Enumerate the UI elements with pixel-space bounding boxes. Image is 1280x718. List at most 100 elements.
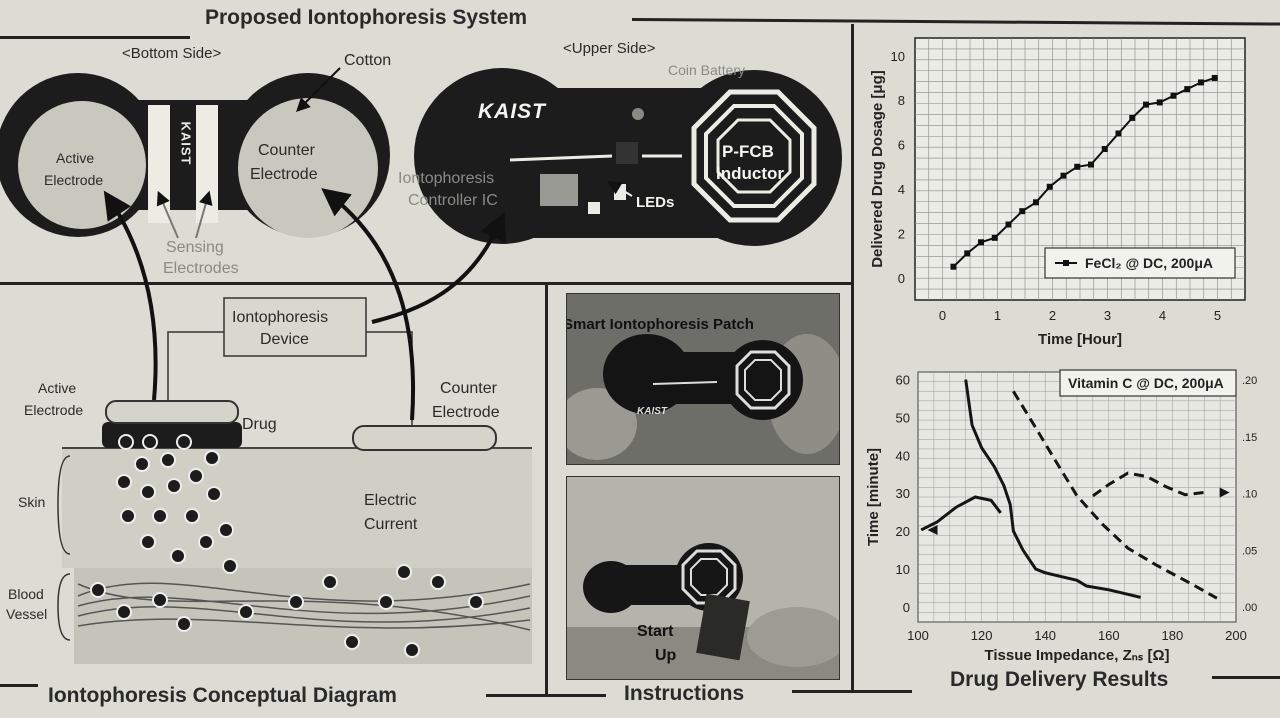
vitc-series-1: [964, 379, 1141, 599]
dosage-point: [1198, 79, 1204, 86]
top-rule-left: [0, 36, 190, 39]
dosage-point: [950, 263, 957, 270]
horizontal-divider-left: [0, 282, 852, 285]
skin-bracket: [57, 455, 71, 555]
arrow-cotton: [296, 67, 341, 112]
arrow-to-counter-electrode: [321, 188, 416, 421]
trace-left: [509, 154, 613, 162]
drug-particles: [90, 434, 484, 658]
dosage-point: [1129, 114, 1136, 121]
dosage-x-tick: 0: [939, 308, 946, 323]
diagram-counter-electrode-label-2: Electrode: [432, 404, 500, 421]
vitc-x-tick: 160: [1098, 628, 1120, 643]
diagram-active-electrode-label-1: Active: [38, 380, 77, 396]
device-label-1: Iontophoresis: [232, 309, 329, 326]
dosage-legend-marker: [1063, 260, 1069, 266]
vitc-y-label: Time [minute]: [865, 448, 882, 546]
sensing-electrodes-label-2: Electrodes: [163, 260, 239, 277]
vitc-y-tick: 40: [896, 448, 910, 463]
dosage-point: [1115, 130, 1122, 137]
dosage-x-tick: 1: [994, 308, 1001, 323]
vitc-y-tick: 60: [896, 373, 910, 388]
microcontroller-chip: [616, 142, 638, 164]
vertical-divider-instructions: [545, 284, 548, 694]
kaist-logo: KAIST: [478, 100, 546, 123]
dosage-y-tick: 0: [898, 271, 905, 286]
inductor-coil-middle: [704, 104, 804, 208]
vitc-axis-arrow-right: [1219, 487, 1230, 498]
connection-arrows: [103, 67, 633, 421]
blood-vessel-label-2: Vessel: [6, 606, 48, 622]
dosage-point: [1170, 92, 1177, 99]
vitc-series-2: [920, 495, 1002, 532]
diagram-counter-electrode-label-1: Counter: [440, 380, 497, 397]
dosage-x-tick: 2: [1049, 308, 1056, 323]
dosage-point: [1005, 221, 1012, 228]
start-up-label-1: Start: [637, 623, 674, 640]
title-conceptual: Iontophoresis Conceptual Diagram: [48, 684, 397, 707]
dosage-x-tick: 4: [1159, 308, 1166, 323]
vessel-strands: [77, 582, 531, 631]
dosage-point: [1033, 199, 1039, 206]
vitc-x-tick: 180: [1162, 628, 1184, 643]
controller-ic-label-1: Iontophoresis: [398, 170, 495, 187]
coin-battery-label: Coin Battery: [668, 62, 746, 78]
arrow-to-active-electrode: [103, 190, 158, 401]
bottom-rule-3: [792, 690, 912, 693]
vitc-y2-tick: .15: [1242, 432, 1257, 444]
inductor-coil-outer: [691, 89, 817, 223]
led-2: [588, 202, 600, 214]
dosage-point: [1019, 208, 1026, 215]
controller-ic-label-2: Controller IC: [408, 192, 498, 209]
dosage-point: [1074, 163, 1081, 170]
drug-reservoir: [102, 422, 242, 448]
dosage-point: [1211, 74, 1218, 81]
title-system: Proposed Iontophoresis System: [205, 6, 528, 29]
vessel-bracket: [57, 573, 71, 641]
vitc-x-tick: 200: [1225, 628, 1247, 643]
cotton-label: Cotton: [344, 52, 392, 69]
coin-battery-contact: [632, 108, 644, 120]
leds-label: LEDs: [636, 194, 675, 211]
vitc-y2-tick: .10: [1242, 489, 1257, 501]
wire-left: [167, 331, 224, 402]
electric-current-label-2: Current: [364, 516, 418, 533]
dosage-point: [1184, 86, 1191, 93]
vitc-y2-tick: .05: [1242, 545, 1257, 557]
bottom-side-label: <Bottom Side>: [122, 45, 222, 62]
active-electrode-label-2: Electrode: [44, 172, 104, 188]
dosage-point: [964, 250, 971, 257]
vitc-y2-tick: .20: [1242, 375, 1257, 387]
arrow-leds: [607, 181, 633, 197]
dosage-y-tick: 10: [891, 49, 905, 64]
skin-layer: [62, 448, 532, 568]
photo-kaist-logo: KAIST: [637, 406, 667, 417]
vitc-y-tick: 30: [896, 486, 910, 501]
vitc-x-tick: 100: [907, 628, 929, 643]
dosage-x-tick: 3: [1104, 308, 1111, 323]
counter-electrode-plate: [352, 425, 497, 451]
skin-label: Skin: [18, 494, 46, 510]
upper-side-patch: [414, 68, 842, 246]
photo-startup-drawing: [567, 477, 839, 679]
photo-patch-drawing: [567, 294, 839, 464]
instruction-photo-patch: Smart Iontophoresis Patch KAIST: [566, 293, 840, 465]
vitc-axis-arrow-left: [927, 524, 938, 535]
electric-current-label-1: Electric: [364, 492, 417, 509]
vitc-title-box: [1059, 369, 1237, 397]
dosage-x-tick: 5: [1214, 308, 1221, 323]
dosage-point: [1101, 146, 1108, 153]
arrow-sensing-right: [195, 190, 213, 239]
inductor-label-1: P-FCB: [722, 142, 774, 161]
dosage-legend-label: FeCl₂ @ DC, 200μA: [1085, 255, 1213, 271]
kaist-vertical-logo: [174, 130, 192, 200]
vitc-series-3: [1012, 390, 1218, 600]
vitc-x-label: Tissue Impedance, Zₙₛ [Ω]: [984, 647, 1169, 664]
dosage-point: [1156, 99, 1163, 106]
dosage-y-tick: 4: [898, 182, 905, 197]
dosage-point: [1088, 161, 1094, 168]
dosage-y-tick: 8: [898, 93, 905, 108]
title-results: Drug Delivery Results: [950, 668, 1169, 691]
controller-ic-chip: [540, 174, 578, 206]
vitc-y2-tick: .00: [1242, 602, 1257, 614]
